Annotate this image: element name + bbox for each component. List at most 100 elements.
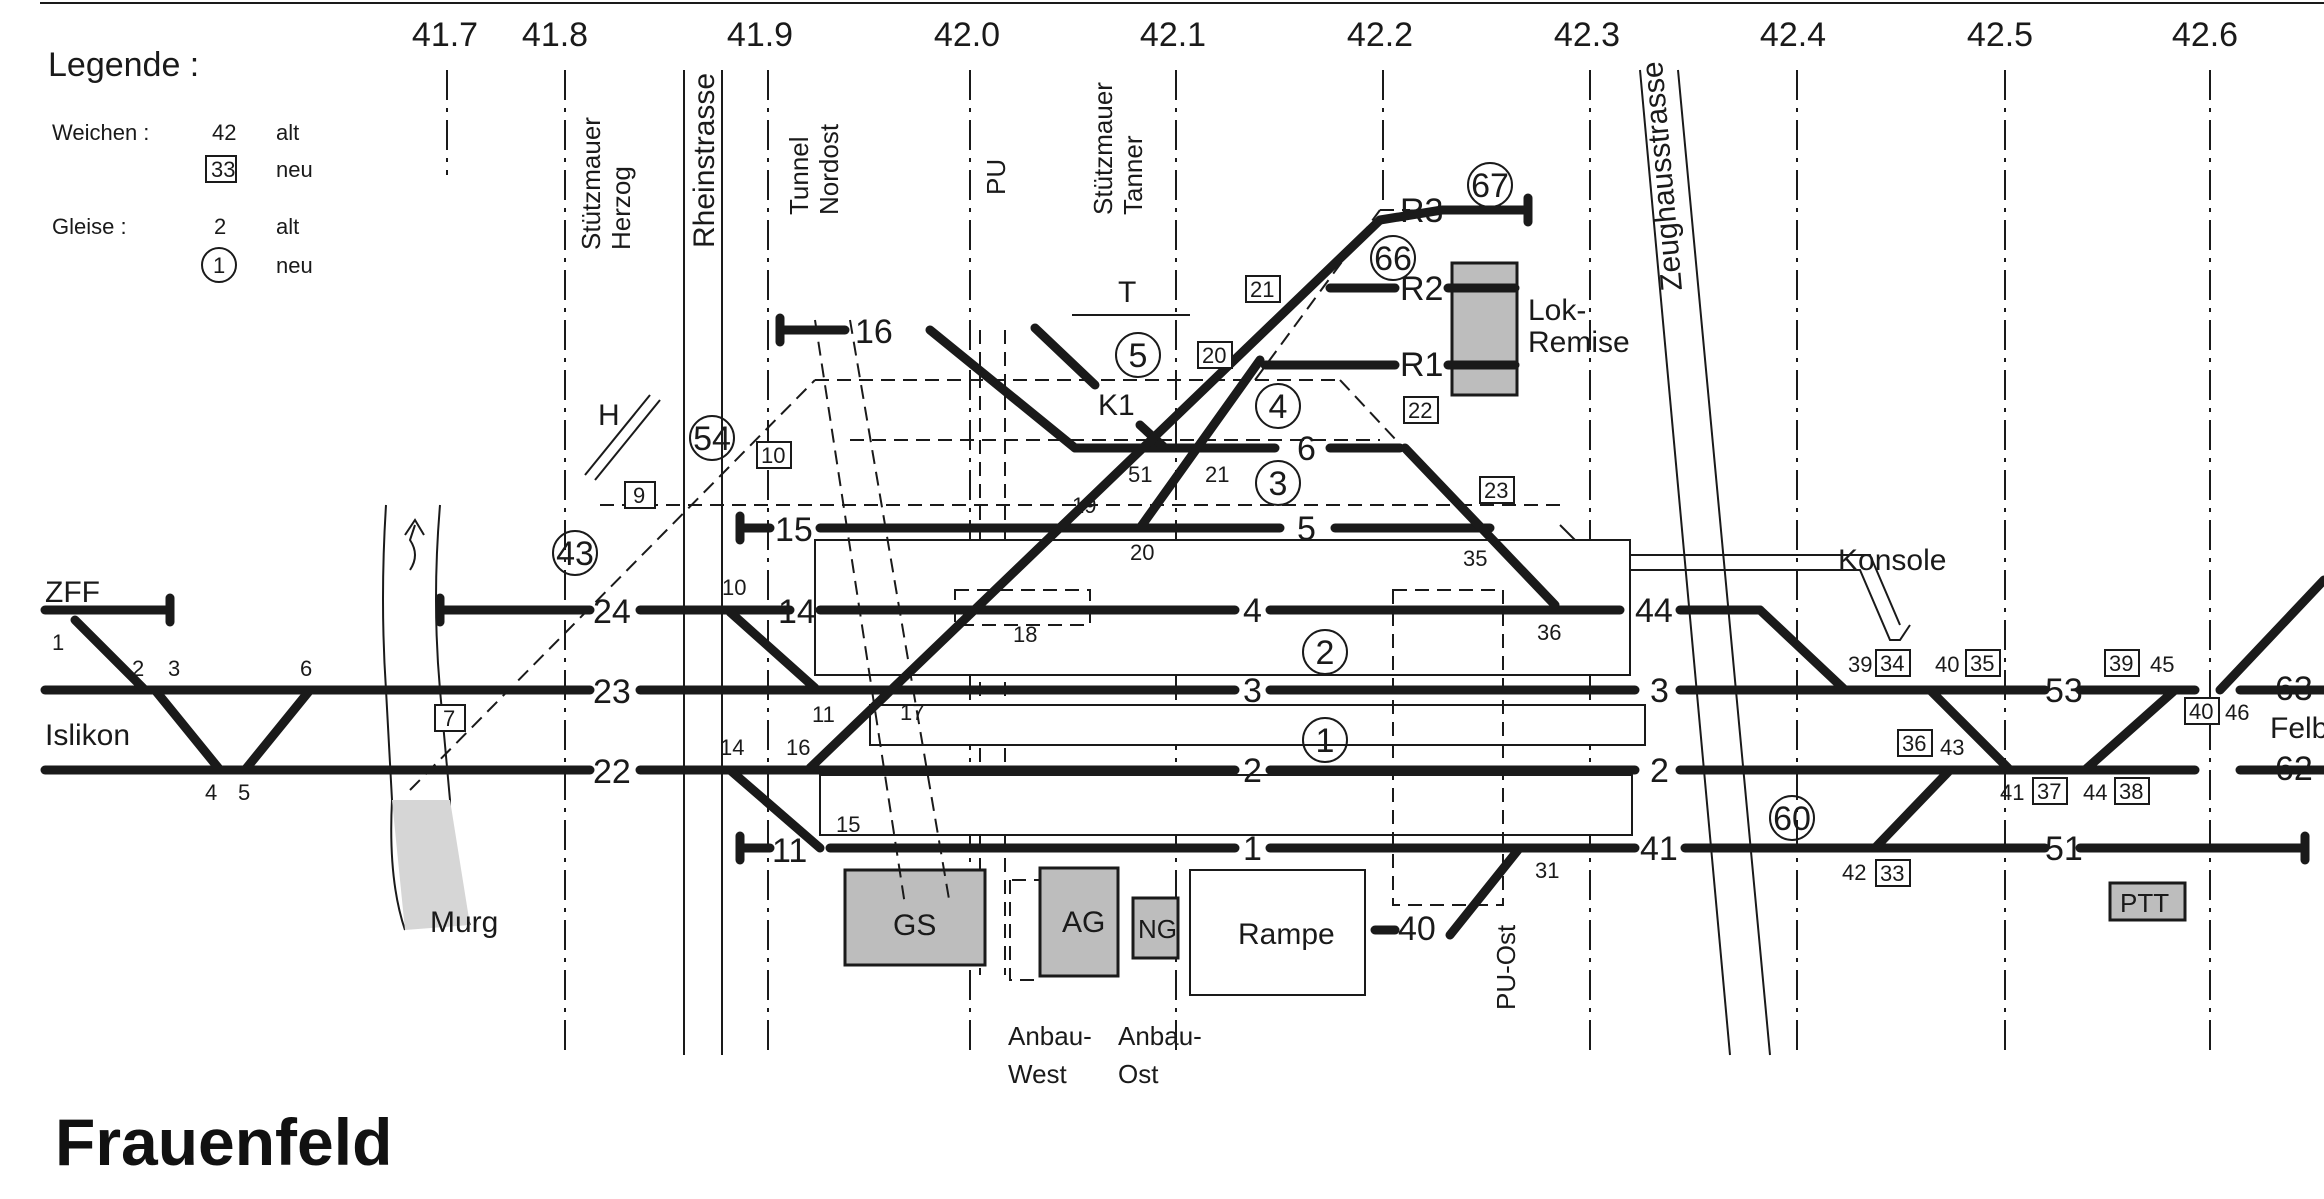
new-switch-number: 33	[1880, 861, 1904, 886]
km-marker: 41.8	[522, 16, 588, 54]
switch-number: 40	[1935, 652, 1959, 677]
switch-number: 51	[1128, 462, 1152, 487]
track-label: 4	[1243, 592, 1262, 630]
track-label: 14	[778, 593, 816, 631]
switch-number: 2	[132, 656, 144, 681]
pu-ost-label: PU-Ost	[1491, 924, 1521, 1010]
felben-label: Felb	[2270, 712, 2324, 745]
legend-gleise-old-text: alt	[276, 214, 299, 239]
building-ng-label: NG	[1138, 914, 1177, 944]
new-track-circle	[689, 415, 735, 461]
track-label: 3	[1650, 672, 1669, 710]
track-r3-link	[1375, 205, 1447, 225]
switch-number: 16	[786, 735, 810, 760]
track-label: 3	[1243, 672, 1262, 710]
track-label: 15	[775, 511, 813, 549]
new-track-number: 43	[556, 535, 594, 573]
switch-number: 19	[1072, 493, 1096, 518]
new-switch-number: 23	[1484, 478, 1508, 503]
switch-number: 10	[722, 575, 746, 600]
switch-42-43	[1870, 765, 1955, 853]
switch-number: 46	[2225, 700, 2249, 725]
buildings: GS AG NG Rampe Lok- Remise PTT Anbau- We…	[843, 261, 2187, 1089]
track-label: R1	[1400, 346, 1443, 384]
new-track-number: 5	[1129, 337, 1148, 375]
km-marker: 41.7	[412, 16, 478, 54]
legend: Legende : Weichen : 42 alt 33 neu Gleise…	[48, 46, 313, 283]
anbau-ost-label: Anbau-	[1118, 1021, 1202, 1051]
new-switch-number: 21	[1250, 277, 1274, 302]
track-40	[1445, 845, 1523, 940]
track-label: 41	[1640, 830, 1678, 868]
legend-weichen-new-sample: 33	[211, 157, 235, 182]
diagonal-upper	[1135, 355, 1265, 533]
legend-gleise-new-text: neu	[276, 253, 313, 278]
switch-number: 41	[2000, 780, 2024, 805]
new-track-circle	[1370, 235, 1416, 281]
new-switch-number: 22	[1408, 398, 1432, 423]
switch-number: 36	[1537, 620, 1561, 645]
new-switch-number: 35	[1970, 651, 1994, 676]
switch-number: 14	[720, 735, 744, 760]
track-16	[925, 325, 1080, 453]
track-label: 51	[2045, 830, 2083, 868]
track-label: 11	[772, 832, 807, 870]
new-track-numbers: 67 66 5 4 3 54 43 2 1 60	[552, 162, 1815, 841]
track-label: 44	[1635, 592, 1673, 630]
new-track-circle	[1302, 629, 1348, 675]
k1-label: K1	[1098, 389, 1135, 422]
legend-gleise-label: Gleise :	[52, 214, 127, 239]
new-switch-number: 36	[1902, 731, 1926, 756]
legend-gleise-old-sample: 2	[214, 214, 226, 239]
switch-number: 6	[300, 656, 312, 681]
zeughausstrasse-bridge: Zeughausstrasse	[1636, 60, 1771, 1056]
stuetzmauer-tanner-label: Tanner	[1118, 135, 1148, 215]
switch-number: 42	[1842, 860, 1866, 885]
new-switch-number: 39	[2109, 651, 2133, 676]
new-track-circle	[1115, 332, 1161, 378]
legend-weichen-label: Weichen :	[52, 120, 149, 145]
switch-40-41	[1925, 685, 2015, 775]
km-marker: 42.0	[934, 16, 1000, 54]
building-gs-label: GS	[893, 909, 936, 942]
page-title: Frauenfeld	[55, 1105, 392, 1179]
legend-heading: Legende :	[48, 46, 199, 84]
switch-number: 18	[1013, 622, 1037, 647]
new-switch-number: 10	[761, 443, 785, 468]
track-label: 63	[2275, 670, 2313, 708]
track-label: 1	[1243, 830, 1262, 868]
new-track-circle	[552, 530, 598, 576]
km-marker: 41.9	[727, 16, 793, 54]
switch-10-11	[725, 607, 820, 693]
building-ag	[1038, 866, 1120, 978]
new-switch-number: 7	[443, 706, 455, 731]
new-switch-number: 40	[2189, 699, 2213, 724]
new-switch-number: 37	[2037, 779, 2061, 804]
new-switch-number: 9	[633, 483, 645, 508]
rheinstrasse-label: Rheinstrasse	[688, 73, 721, 248]
new-switch-numbers: 7 9 10 20 21 22 23 33 34 35 36 37 38 39 …	[434, 275, 2220, 887]
new-track-number: 3	[1269, 465, 1288, 503]
switch-3-4	[150, 685, 225, 775]
pu-label: PU	[981, 159, 1011, 195]
new-switch-number: 38	[2119, 779, 2143, 804]
legend-weichen-new-text: neu	[276, 157, 313, 182]
switch-1	[70, 615, 150, 695]
track-label: R3	[1400, 192, 1443, 230]
switch-44-45	[2080, 685, 2180, 775]
switch-39	[1755, 605, 1850, 695]
legend-new-switch-box	[205, 155, 237, 183]
building-gs	[843, 868, 987, 967]
new-track-number: 67	[1471, 167, 1509, 205]
new-track-circle	[1769, 795, 1815, 841]
km-marker: 42.5	[1967, 16, 2033, 54]
legend-weichen-old-sample: 42	[212, 120, 236, 145]
switch-number: 4	[205, 780, 217, 805]
t-label: T	[1118, 276, 1136, 309]
new-track-number: 60	[1773, 800, 1811, 838]
new-track-circle	[1255, 383, 1301, 429]
switch-number: 44	[2083, 780, 2107, 805]
switch-number: 11	[812, 702, 835, 727]
switch-number: 21	[1205, 462, 1229, 487]
km-marker: 42.3	[1554, 16, 1620, 54]
